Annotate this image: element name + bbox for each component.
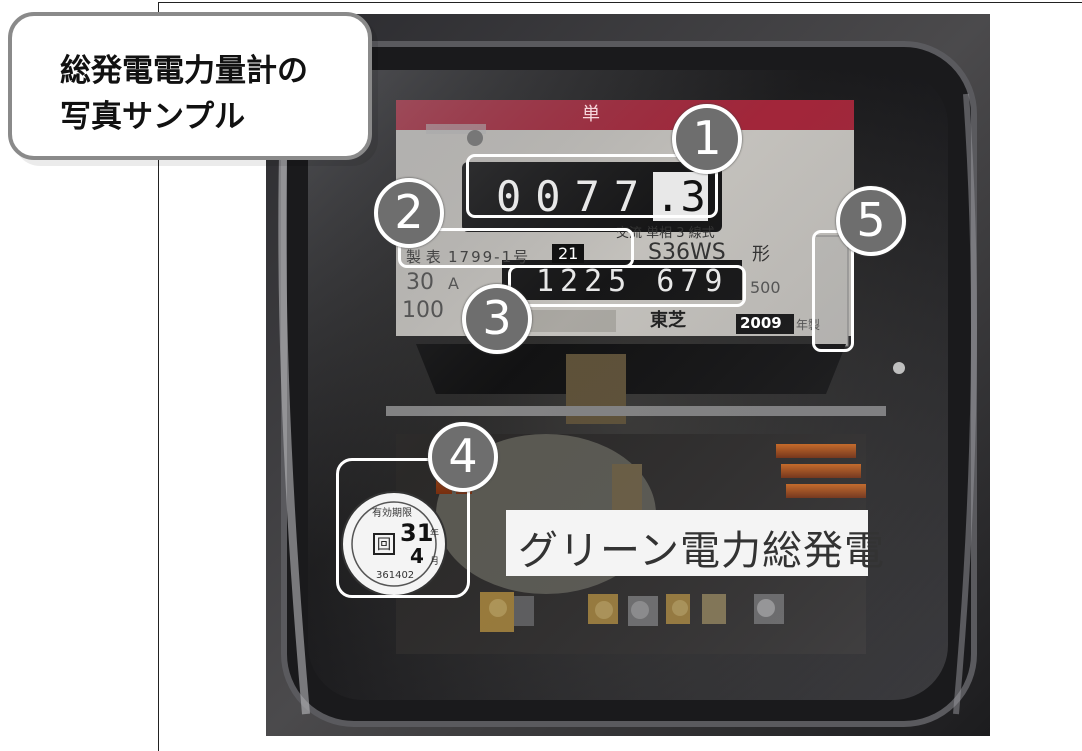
current-100: 100	[402, 298, 444, 323]
phase-text: 交流 単相 3 線式	[616, 226, 715, 241]
current-unit: A	[448, 274, 459, 293]
meter-photo-graphic	[266, 14, 990, 736]
seal-top-text: 有効期限	[372, 508, 412, 519]
frame-top-line	[158, 2, 1082, 3]
meter-photo: 単 kWh 0077.3 交流 単相 3 線式 製 表 1799-1号 21 S…	[266, 14, 990, 736]
highlight-seal	[336, 458, 470, 598]
seal-code: 361402	[376, 570, 415, 581]
serial-middle: 1799-1号	[448, 248, 531, 266]
seal-month-unit: 月	[430, 557, 440, 567]
green-power-sticker: グリーン電力総発電	[518, 528, 885, 574]
meter-serial-number: 1225 679	[536, 264, 729, 299]
title-text: 総発電電力量計の 写真サンプル	[60, 48, 308, 140]
red-band-label: 単	[582, 104, 600, 125]
highlight-kwh-reading	[466, 154, 718, 218]
marker-1: 1	[672, 104, 742, 174]
marker-3: 3	[462, 284, 532, 354]
title-callout: 総発電電力量計の 写真サンプル	[8, 12, 372, 160]
highlight-window-5	[812, 230, 854, 352]
marker-5: 5	[836, 186, 906, 256]
rev-rate: 500	[750, 278, 781, 297]
model-suffix: 形	[752, 244, 770, 265]
seal-kanji: 回	[377, 537, 391, 553]
model-label: S36WS	[648, 240, 726, 265]
serial-prefix: 製 表	[406, 248, 441, 266]
title-line-1: 総発電電力量計の	[60, 53, 308, 89]
kwh-reading: 0077.3	[496, 172, 708, 222]
seal-month: 4	[410, 544, 424, 568]
seal-year: 31	[400, 519, 434, 547]
highlight-serial-number	[508, 265, 746, 307]
marker-2: 2	[374, 178, 444, 248]
marker-4: 4	[428, 422, 498, 492]
current-30: 30	[406, 270, 434, 295]
serial-badge: 21	[552, 244, 585, 263]
year-badge: 2009	[740, 314, 782, 332]
title-line-2: 写真サンプル	[60, 99, 246, 135]
maker-label: 東芝	[650, 310, 686, 331]
frame-left-line	[158, 2, 159, 751]
seal-year-unit: 年	[430, 529, 440, 539]
kwh-reading-decimal: .3	[653, 172, 708, 221]
kwh-reading-main: 0077	[496, 172, 654, 221]
